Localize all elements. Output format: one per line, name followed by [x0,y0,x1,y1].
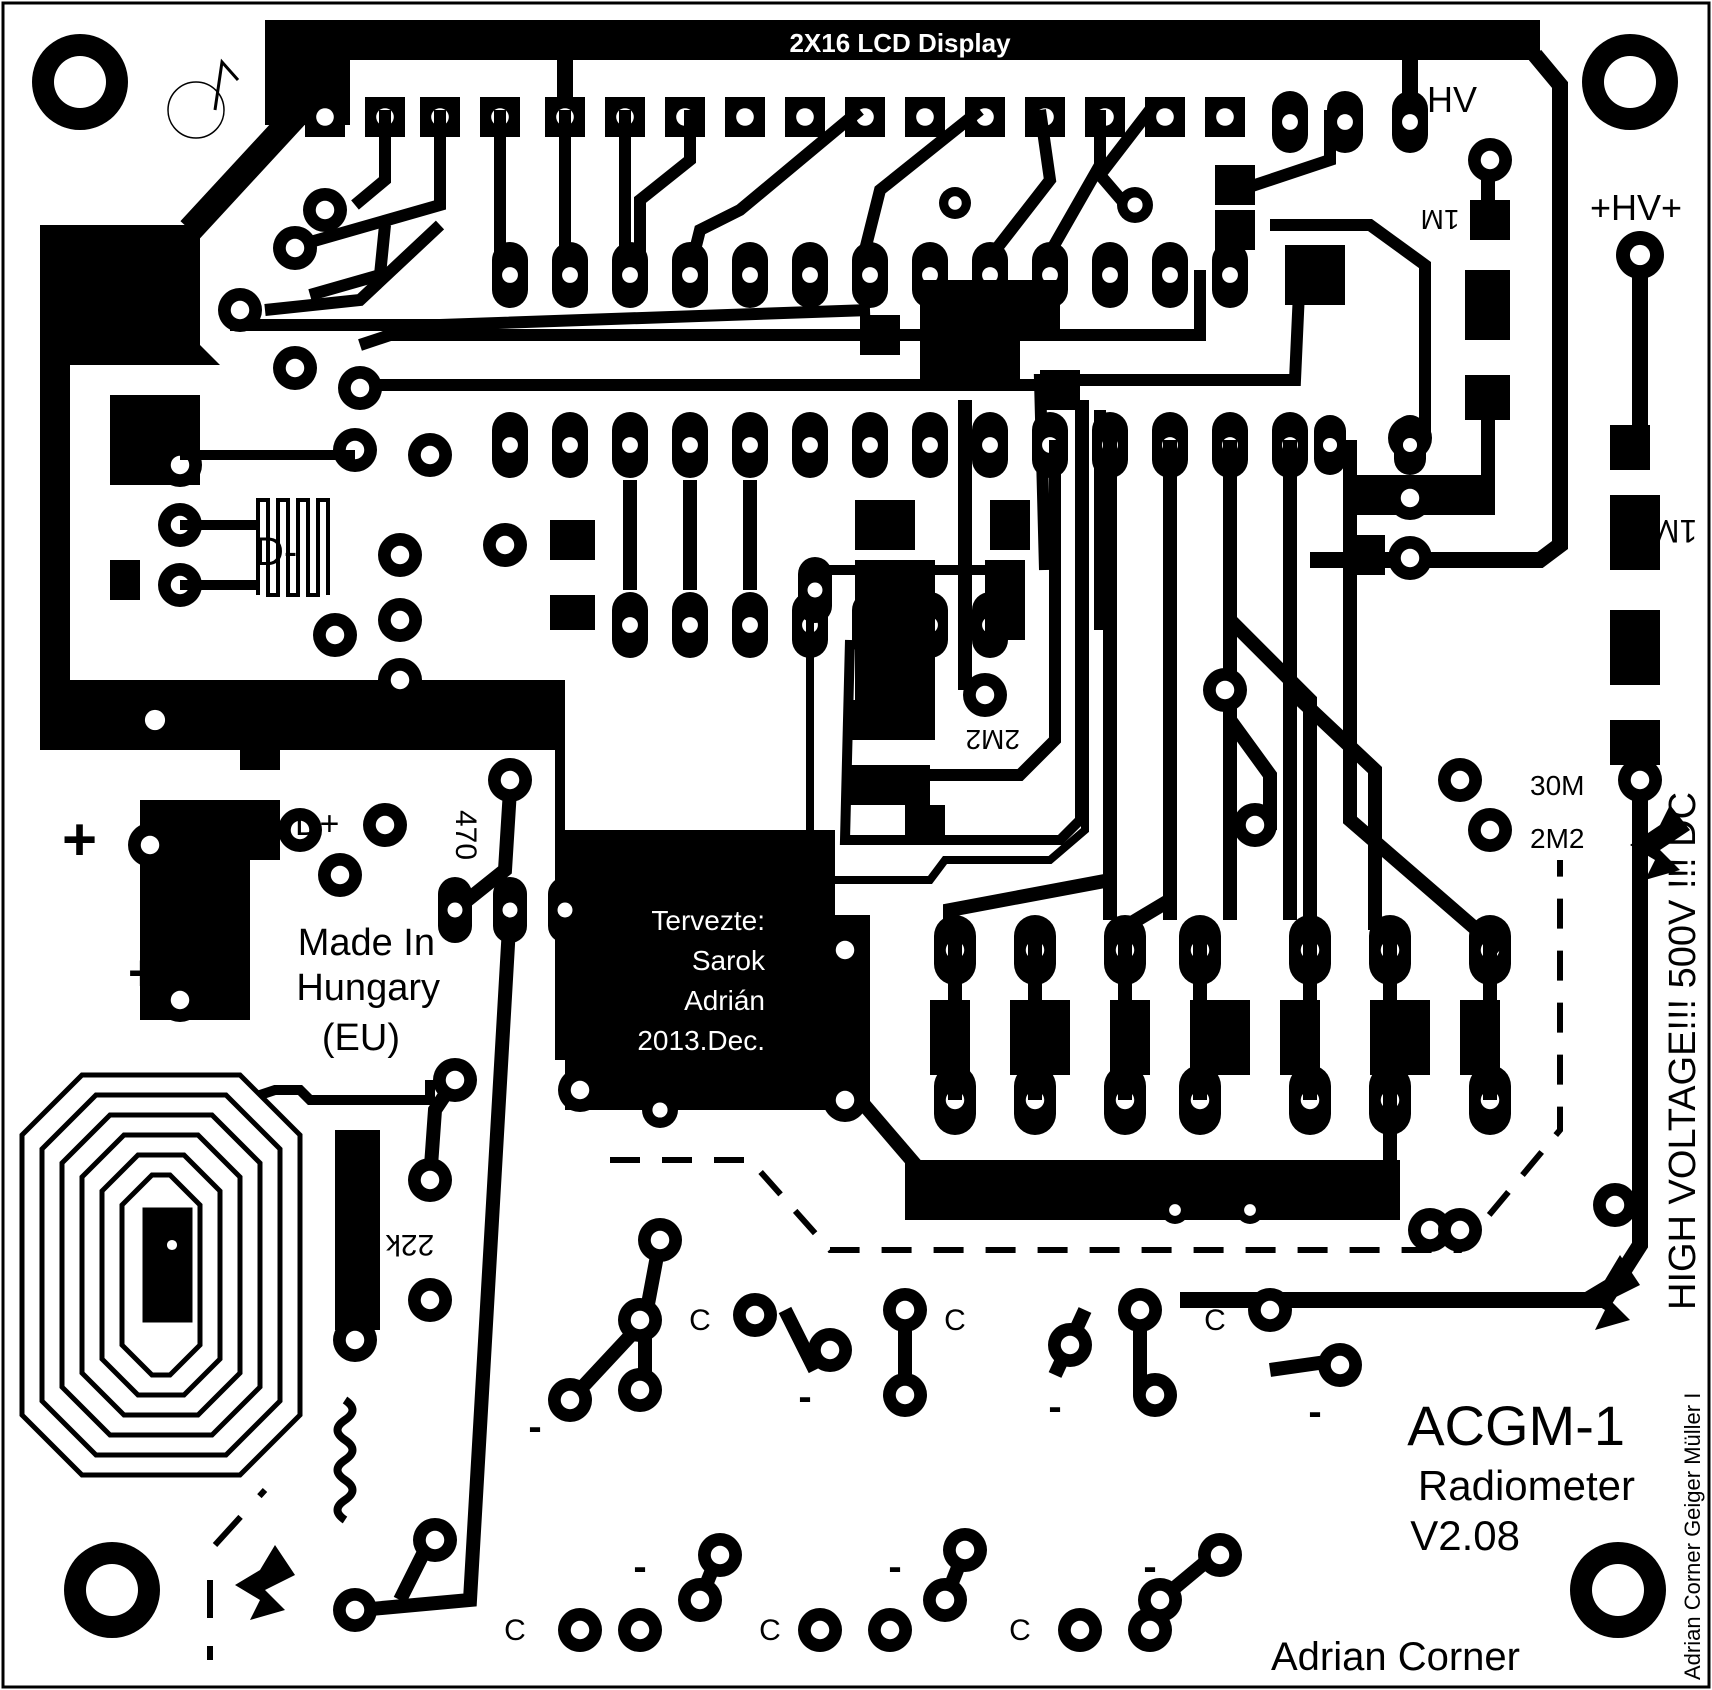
tube-boundary-dashed [207,1487,268,1660]
resistor-2m2-label-b: 2M2 [1530,823,1584,854]
version-label: V2.08 [1410,1512,1520,1559]
coil-turn [99,1152,223,1398]
plus-label-a: + [62,806,97,873]
resistor-22k-label: 22k [385,1228,434,1261]
mounting-hole-br [1570,1542,1666,1638]
cap-c-label: C [944,1304,966,1337]
author-label: Adrian Corner [1271,1635,1520,1679]
cap-c-label: C [1204,1304,1226,1337]
designer-line-4: 2013.Dec. [637,1025,765,1056]
cap-c-label: C [689,1304,711,1337]
made-in-line-1: Made In [298,922,435,964]
cap-minus-label: - [888,1545,901,1589]
hv-warning-label: HIGH VOLTAGE!!! 500V !!! DC [1662,792,1704,1310]
central-chips [110,165,1505,956]
resistor-2m2-label-a: 2M2 [966,724,1020,755]
cap-c-label: C [1009,1614,1031,1647]
resistor-1m-label-a: 1M [1653,513,1697,549]
lcd-header: 2X16 LCD Display [265,20,1568,568]
lightning-symbols [235,805,1690,1620]
designer-line-2: Sarok [692,945,766,976]
lcd-title: 2X16 LCD Display [789,28,1011,58]
sensor-coil [19,1072,435,1478]
cap-minus-label: - [633,1545,646,1589]
designer-line-3: Adrián [684,985,765,1016]
cap-minus-label: - [528,1405,541,1449]
zigzag-antenna [256,498,330,597]
hv-boundary-dashed [610,860,1563,1253]
coil-turn [119,1172,203,1378]
coil-turn [39,1092,283,1458]
cap-c-label: C [504,1614,526,1647]
cap-minus-label: - [1143,1545,1156,1589]
cap-labels: C C C C C C - - - - - - - [504,1304,1322,1647]
buzzer-footprint [167,58,240,139]
resistor-30m-label: 30M [1530,770,1584,801]
d-minus-label: D- [255,530,297,574]
cap-c-label: C [759,1614,781,1647]
resistor-1m-label-b: 1M [1421,204,1460,235]
resistor-22k: 22k [333,1130,434,1524]
made-in-line-3: (EU) [322,1017,400,1059]
model-label: ACGM-1 [1407,1394,1625,1457]
product-label: Radiometer [1418,1462,1635,1509]
d-plus-label: D+ [295,805,339,843]
cap-minus-label: - [1308,1390,1321,1434]
designer-line-1: Tervezte: [651,905,765,936]
side-note-label: Adrian Corner Geiger Müller I [1680,1393,1705,1680]
resistor-470-label: 470 [449,810,482,860]
mounting-hole-bl [64,1542,160,1638]
cap-minus-label: - [798,1375,811,1419]
made-in-line-2: Hungary [296,967,440,1009]
hv-minus-label: -HV [1415,79,1477,120]
coil-turn [59,1112,263,1438]
mounting-hole-tr [1582,34,1678,130]
cap-minus-label: - [1048,1385,1061,1429]
plus-label-b: + [128,945,157,1001]
hv-plus-label: +HV+ [1590,187,1682,228]
cap-ladder [854,920,1500,1220]
coil-turn [79,1132,243,1418]
mounting-hole-tl [32,34,128,130]
